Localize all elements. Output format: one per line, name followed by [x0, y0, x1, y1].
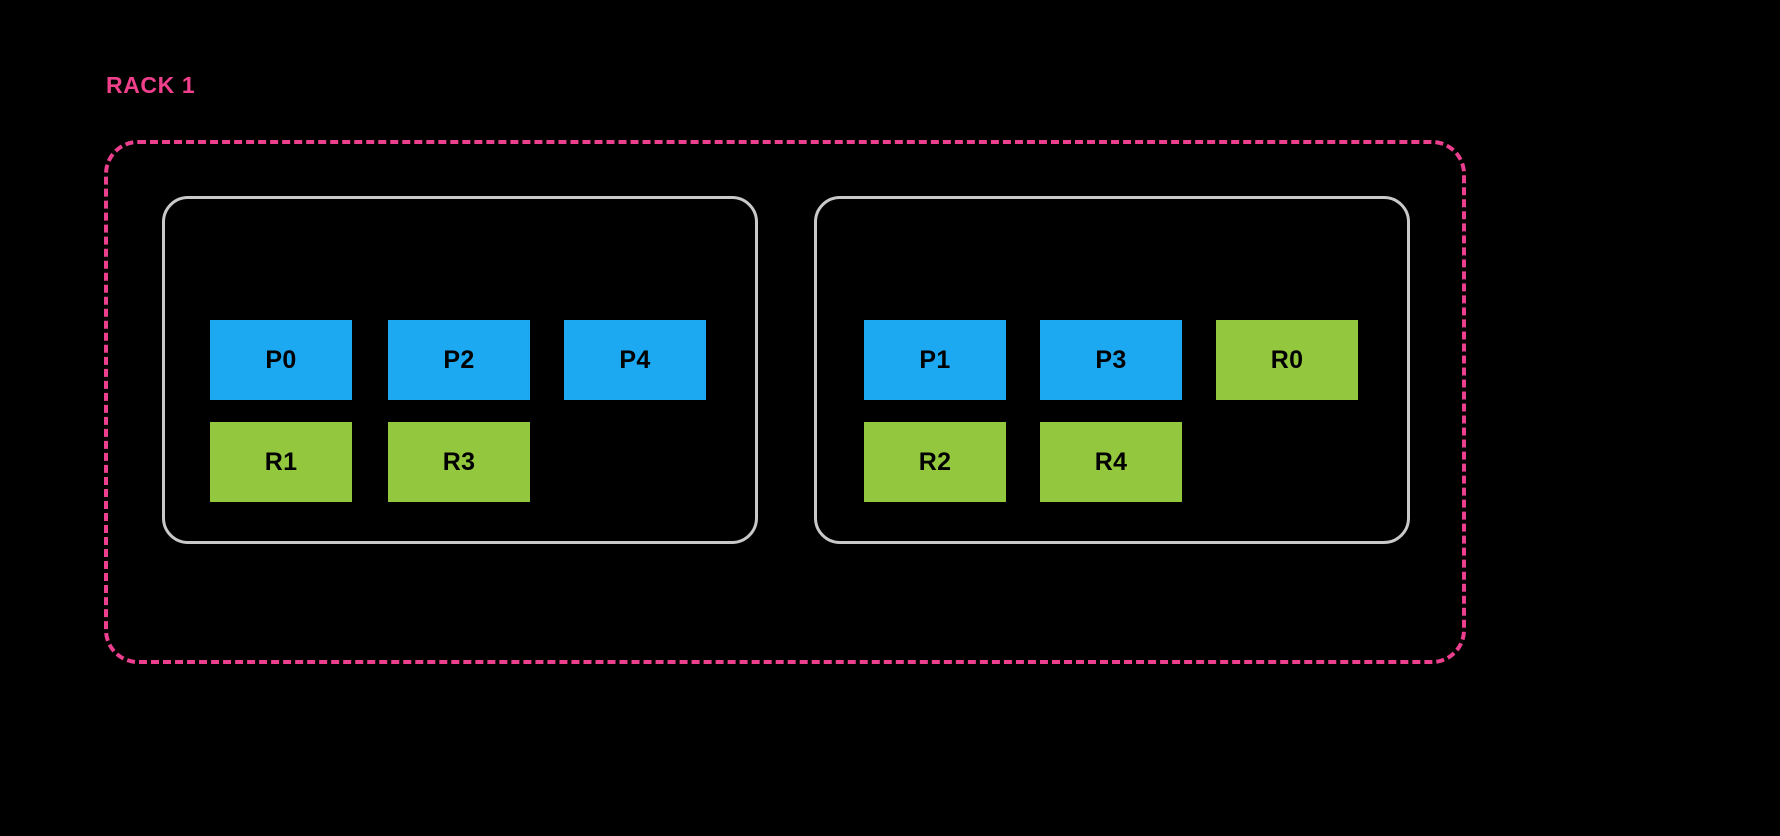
- replica-shard-r4: R4: [1040, 422, 1182, 502]
- replica-shard-r0: R0: [1216, 320, 1358, 400]
- primary-shard-p2: P2: [388, 320, 530, 400]
- replica-shard-r2: R2: [864, 422, 1006, 502]
- primary-shard-p4: P4: [564, 320, 706, 400]
- rack-boundary: [104, 140, 1466, 664]
- node-box-right: [814, 196, 1410, 544]
- primary-shard-p1: P1: [864, 320, 1006, 400]
- replica-shard-r3: R3: [388, 422, 530, 502]
- primary-shard-p3: P3: [1040, 320, 1182, 400]
- node-box-left: [162, 196, 758, 544]
- primary-shard-p0: P0: [210, 320, 352, 400]
- rack-title-label: RACK 1: [106, 72, 196, 98]
- replica-shard-r1: R1: [210, 422, 352, 502]
